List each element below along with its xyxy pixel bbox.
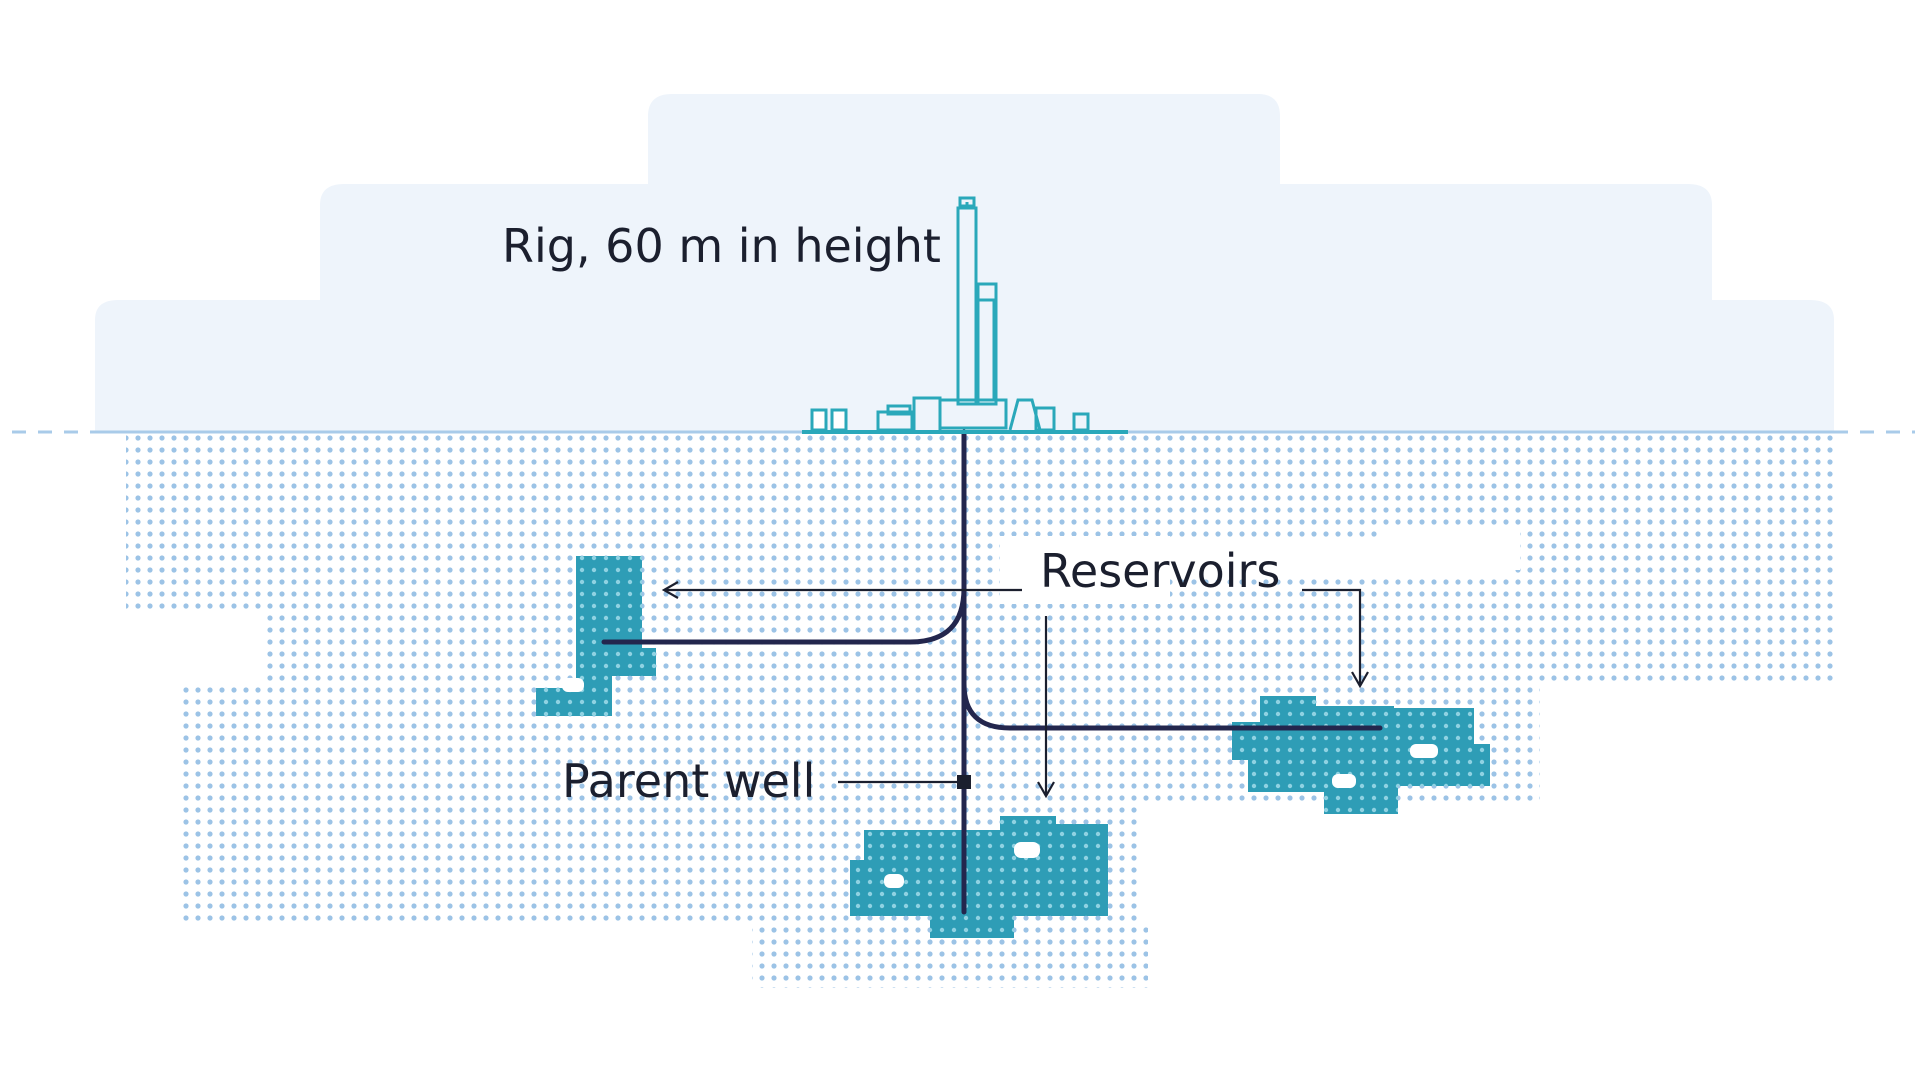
- parent-well-label: Parent well: [562, 754, 815, 808]
- reservoir-left: [536, 556, 656, 716]
- rig-label: Rig, 60 m in height: [502, 219, 941, 273]
- drilling-rig: [802, 196, 1128, 434]
- well-paths: [601, 429, 1383, 915]
- underground-dots: [126, 432, 1834, 988]
- lateral-left: [601, 585, 967, 645]
- reservoirs-label: Reservoirs: [1040, 544, 1280, 598]
- parent-well-marker: [957, 775, 971, 789]
- reservoirs-label-backdrop: [1000, 536, 1170, 604]
- lateral-right: [961, 681, 1383, 731]
- sky-silhouette: [95, 94, 1834, 432]
- reservoir-slots: [562, 678, 1438, 888]
- arrow-to-right-reservoir: [1302, 588, 1369, 689]
- reservoir-bottom: [850, 816, 1108, 938]
- annotation-arrows: [661, 581, 1369, 799]
- label-clearance-right: [1380, 528, 1520, 570]
